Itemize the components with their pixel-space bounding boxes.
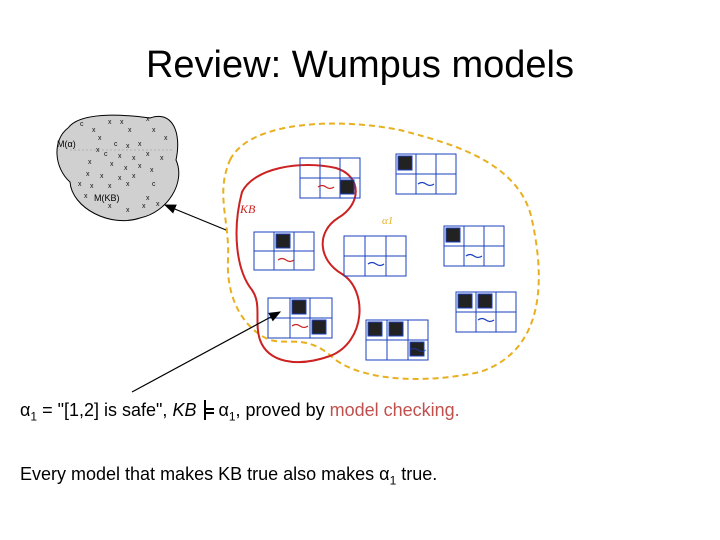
mark: x [146, 195, 150, 202]
entails-icon [202, 400, 216, 420]
kb-region [235, 164, 361, 363]
m-kb-label: M(KB) [94, 193, 120, 203]
alpha-subscript: 1 [30, 409, 38, 424]
model-space-blob [56, 114, 180, 222]
summary-suffix: true. [396, 464, 438, 484]
mark: x [124, 165, 128, 172]
mark: x [118, 175, 122, 182]
mark: x [92, 127, 96, 134]
mark: x [90, 183, 94, 190]
mark: x [132, 173, 136, 180]
alpha-symbol-2: α [218, 400, 229, 420]
mark: x [138, 163, 142, 170]
mark: x [160, 155, 164, 162]
mark: x [126, 181, 130, 188]
summary-prefix: Every model that makes KB true also make… [20, 464, 380, 484]
model-marks: c x x x x x x x x c x x x c x x x x x x … [78, 116, 168, 214]
proved-prefix: , proved by [235, 400, 330, 420]
board-kb-middle [253, 231, 315, 271]
mark: x [108, 119, 112, 126]
arrow-to-model-space [163, 204, 227, 231]
mark: x [146, 151, 150, 158]
mark: x [78, 181, 82, 188]
mark: c [80, 121, 84, 128]
pit-cell [367, 321, 383, 337]
alpha-subscript-3: 1 [389, 473, 397, 488]
board-alpha-bottom [365, 319, 429, 361]
pit-cell [445, 227, 461, 243]
mark: x [108, 203, 112, 210]
mark: x [118, 153, 122, 160]
alpha-subscript-2: 1 [228, 409, 236, 424]
mark: x [84, 193, 88, 200]
pit-cell [291, 299, 307, 315]
mark: c [104, 151, 108, 158]
slide-title: Review: Wumpus models [145, 44, 574, 86]
mark: x [156, 201, 160, 208]
alpha1-region [222, 122, 540, 380]
pit-cell [311, 319, 327, 335]
board-alpha-middle [343, 235, 407, 277]
pit-cell [477, 293, 493, 309]
alpha-symbol-3: α [379, 464, 390, 484]
mark: x [150, 167, 154, 174]
pit-cell [339, 179, 355, 195]
pit-cell [397, 155, 413, 171]
mark: x [126, 143, 130, 150]
mark: x [110, 161, 114, 168]
board-kb-top [299, 157, 361, 199]
pit-cell [275, 233, 291, 249]
arrow-to-kb-board [131, 311, 282, 393]
mark: x [120, 119, 124, 126]
board-kb-bottom [267, 297, 333, 339]
kb-symbol: KB [172, 400, 197, 420]
breeze-marks [277, 181, 495, 353]
alpha-symbol: α [20, 400, 31, 420]
board-alpha-bottom-right [455, 291, 517, 333]
mark: x [98, 135, 102, 142]
kb-region-label: KB [239, 202, 256, 216]
mark: x [86, 171, 90, 178]
board-alpha-top-right [395, 153, 457, 195]
alpha1-region-label: α1 [382, 215, 393, 227]
mark: x [96, 147, 100, 154]
mark: x [126, 207, 130, 214]
mark: x [164, 135, 168, 142]
pit-cell [388, 321, 404, 337]
mark: x [146, 116, 150, 123]
mark: x [142, 203, 146, 210]
mark: x [152, 127, 156, 134]
board-alpha-right [443, 225, 505, 267]
mark: c [114, 141, 118, 148]
mark: x [128, 127, 132, 134]
mark: x [100, 173, 104, 180]
summary-statement: Every model that makes KB true also make… [20, 464, 437, 488]
method-text: model checking. [329, 400, 460, 420]
mark: x [138, 141, 142, 148]
statement-text: = "[1,2] is safe", [37, 400, 173, 420]
mark: c [152, 181, 156, 188]
mark: x [108, 183, 112, 190]
mark: x [88, 159, 92, 166]
pit-cell [457, 293, 473, 309]
mark: x [132, 155, 136, 162]
m-alpha-label: M(α) [57, 139, 76, 149]
